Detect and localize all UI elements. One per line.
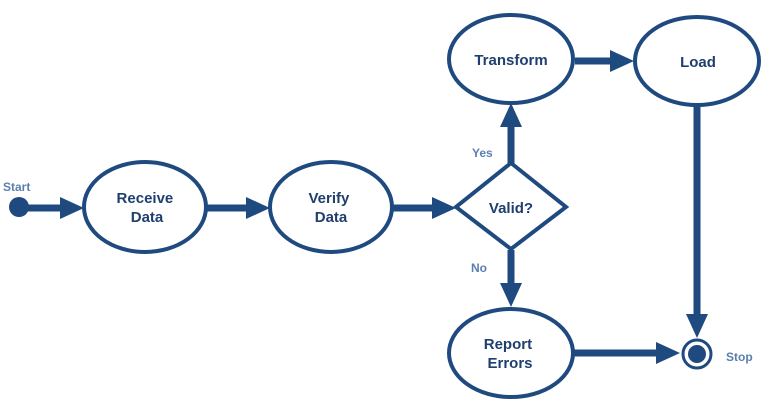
node-load: Load (633, 15, 761, 107)
receive-data-label: Receive Data (117, 190, 178, 226)
transform-ellipse (447, 13, 575, 105)
report-errors-label: Report Errors (484, 336, 537, 372)
report-errors-label-line1: Report (484, 336, 532, 353)
arrowhead-valid (432, 197, 456, 219)
arrowhead-report (500, 283, 522, 307)
receive-data-label-line1: Receive (117, 190, 174, 207)
verify-data-label-line2: Data (315, 209, 348, 226)
receive-data-label-line2: Data (131, 209, 164, 226)
transform-label: Transform (474, 52, 547, 69)
verify-data-ellipse (268, 160, 394, 254)
node-receive-data: Receive Data (82, 160, 208, 254)
node-transform: Transform (447, 13, 575, 105)
node-report-errors: Report Errors (447, 307, 575, 399)
connectors (19, 50, 708, 364)
verify-data-label: Verify Data (308, 190, 353, 226)
yes-label: Yes (472, 146, 493, 160)
start-label: Start (3, 180, 30, 194)
arrowhead-verify (246, 197, 270, 219)
valid-diamond (452, 160, 570, 252)
node-verify-data: Verify Data (268, 160, 394, 254)
report-errors-label-line2: Errors (487, 355, 532, 372)
arrowhead-stop-from-report (656, 342, 680, 364)
stop-inner-dot (688, 345, 706, 363)
valid-label: Valid? (489, 200, 533, 217)
start-node (9, 197, 29, 217)
verify-data-label-line1: Verify (308, 190, 350, 207)
stop-label: Stop (726, 350, 753, 364)
load-ellipse (633, 15, 761, 107)
arrowhead-transform (500, 103, 522, 127)
receive-data-ellipse (82, 160, 208, 254)
stop-node (681, 338, 713, 370)
node-valid-decision: Valid? (452, 160, 570, 252)
load-label: Load (680, 54, 716, 71)
arrowhead-receive (60, 197, 84, 219)
arrowhead-stop-from-load (686, 314, 708, 338)
arrowhead-load (610, 50, 634, 72)
no-label: No (471, 261, 487, 275)
report-errors-ellipse (447, 307, 575, 399)
